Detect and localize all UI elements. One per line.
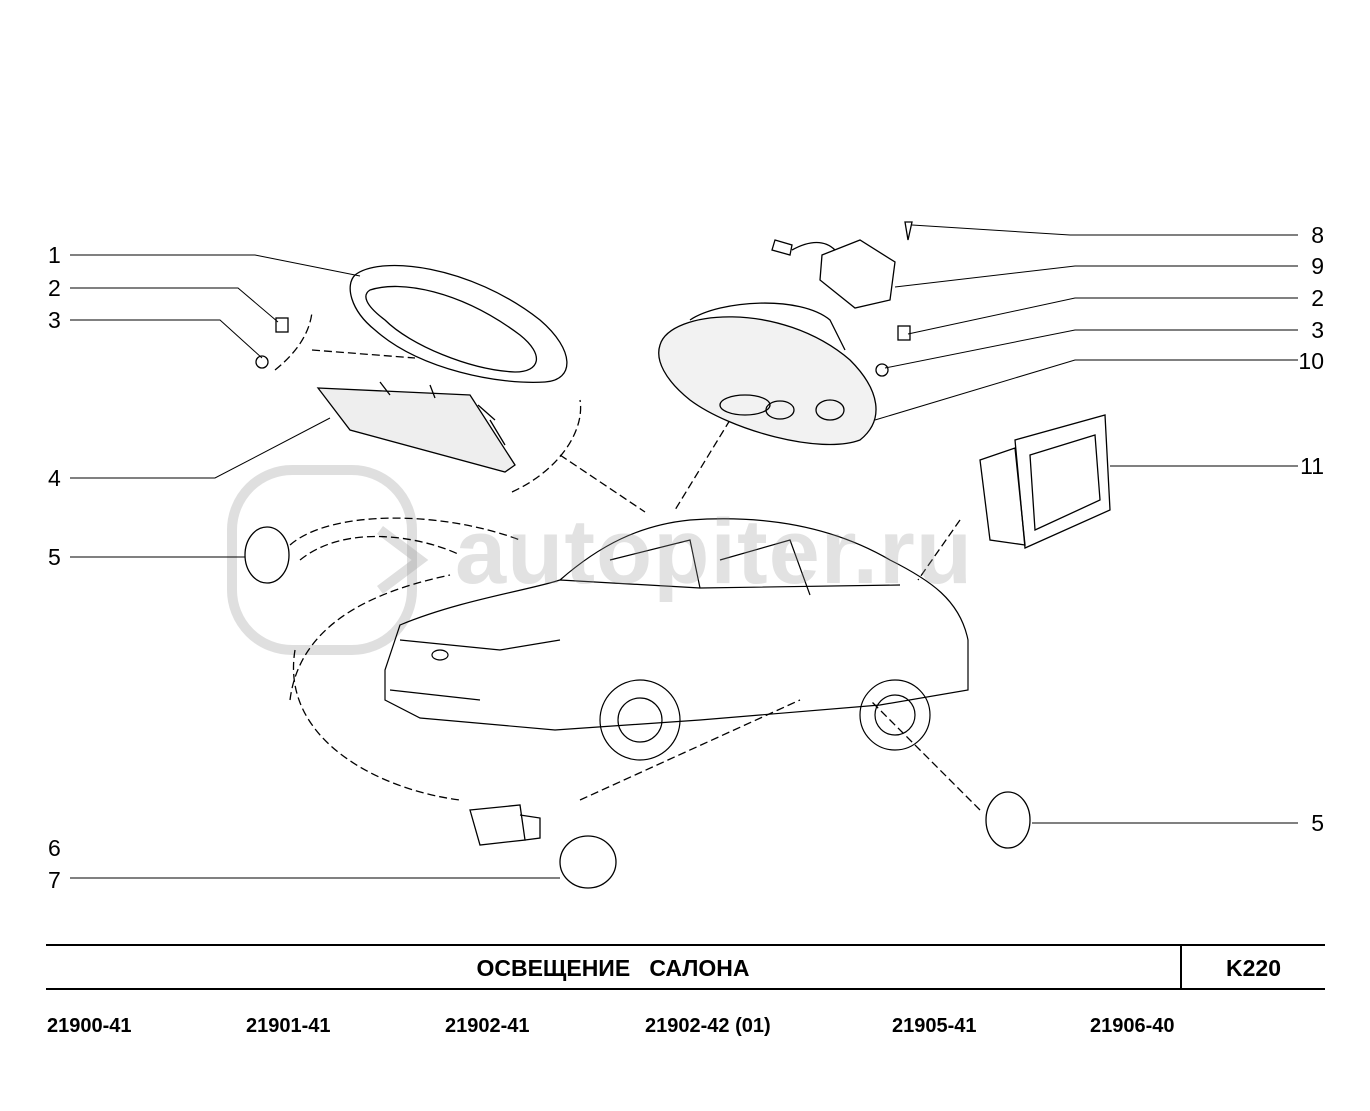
callout-5: 5 (48, 544, 61, 570)
part-4-lens (316, 381, 516, 473)
model-code: 21905-41 (892, 1015, 977, 1037)
part-10-roof-console (658, 302, 877, 446)
divider-top (46, 944, 1325, 946)
callout-6: 6 (48, 835, 61, 861)
callout-1: 1 (48, 242, 61, 268)
callout-9: 9 (1311, 253, 1324, 279)
part-3-screw-left (255, 355, 269, 369)
part-1-lamp-housing (349, 264, 568, 384)
model-code: 21902-41 (445, 1015, 530, 1037)
model-code: 21902-42 (01) (645, 1015, 771, 1037)
model-code: 21901-41 (246, 1015, 331, 1037)
callout-3-right: 3 (1311, 317, 1324, 343)
watermark-text: autopiter.ru (455, 501, 974, 603)
part-6-lamp-socket (469, 804, 541, 846)
callout-7: 7 (48, 867, 61, 893)
divider-vertical (1180, 945, 1182, 989)
part-11-trunk-lamp (979, 414, 1111, 549)
callout-4: 4 (48, 465, 61, 491)
callout-8: 8 (1311, 222, 1324, 248)
callout-10: 10 (1298, 348, 1324, 374)
callout-2-right: 2 (1311, 285, 1324, 311)
part-2-clip-left (275, 317, 289, 333)
dashed-leaders (274, 311, 981, 811)
part-5-side-lamp-right (985, 791, 1031, 849)
divider-bottom (46, 988, 1325, 990)
part-9-lamp-module (771, 239, 896, 309)
section-code: K220 (1226, 955, 1281, 981)
callout-lines (70, 224, 1298, 879)
callout-5-right: 5 (1311, 810, 1324, 836)
car-outline (384, 518, 969, 761)
part-3-screw-right (875, 363, 889, 377)
part-5-side-lamp-left (244, 526, 290, 584)
callout-11: 11 (1300, 453, 1324, 479)
part-8-screw (904, 221, 913, 241)
model-code: 21900-41 (47, 1015, 132, 1037)
part-2-clip-right (897, 325, 911, 341)
part-7-cap (559, 835, 617, 889)
model-code: 21906-40 (1090, 1015, 1175, 1037)
callout-3: 3 (48, 307, 61, 333)
page-title: ОСВЕЩЕНИЕ САЛОНА (476, 955, 750, 981)
callout-2: 2 (48, 275, 61, 301)
watermark-logo (227, 465, 429, 655)
